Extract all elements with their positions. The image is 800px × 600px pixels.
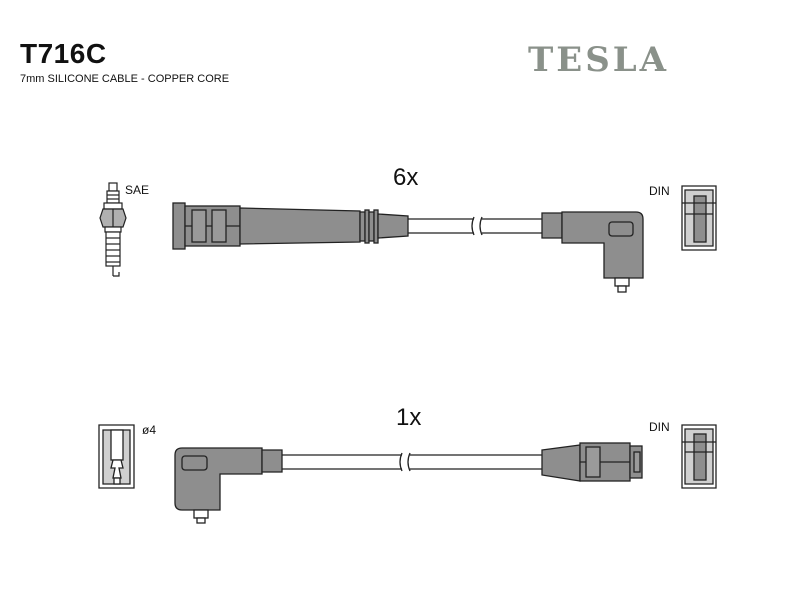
cable-description: 7mm SILICONE CABLE - COPPER CORE <box>20 73 230 85</box>
angled-boot <box>174 447 283 524</box>
cable-2-right-label: DIN <box>649 420 670 434</box>
brand-logo: TESLA <box>528 40 670 80</box>
din-connector-icon <box>681 185 717 251</box>
spark-plug-icon <box>99 182 127 277</box>
cable-2-left-label: ø4 <box>142 423 157 437</box>
angled-boot <box>541 211 644 293</box>
cable-2-quantity: 1x <box>396 404 422 431</box>
cable-1-quantity: 6x <box>393 164 419 191</box>
cable-wire <box>408 216 542 236</box>
straight-plug-boot <box>541 442 643 482</box>
cable-wire <box>282 452 542 472</box>
cable-1-left-label: SAE <box>125 183 150 197</box>
terminal-connector-icon <box>98 424 135 489</box>
din-connector-icon <box>681 424 717 489</box>
part-number: T716C <box>20 38 107 69</box>
cable-1-right-label: DIN <box>649 184 670 198</box>
straight-plug-boot <box>172 202 409 250</box>
